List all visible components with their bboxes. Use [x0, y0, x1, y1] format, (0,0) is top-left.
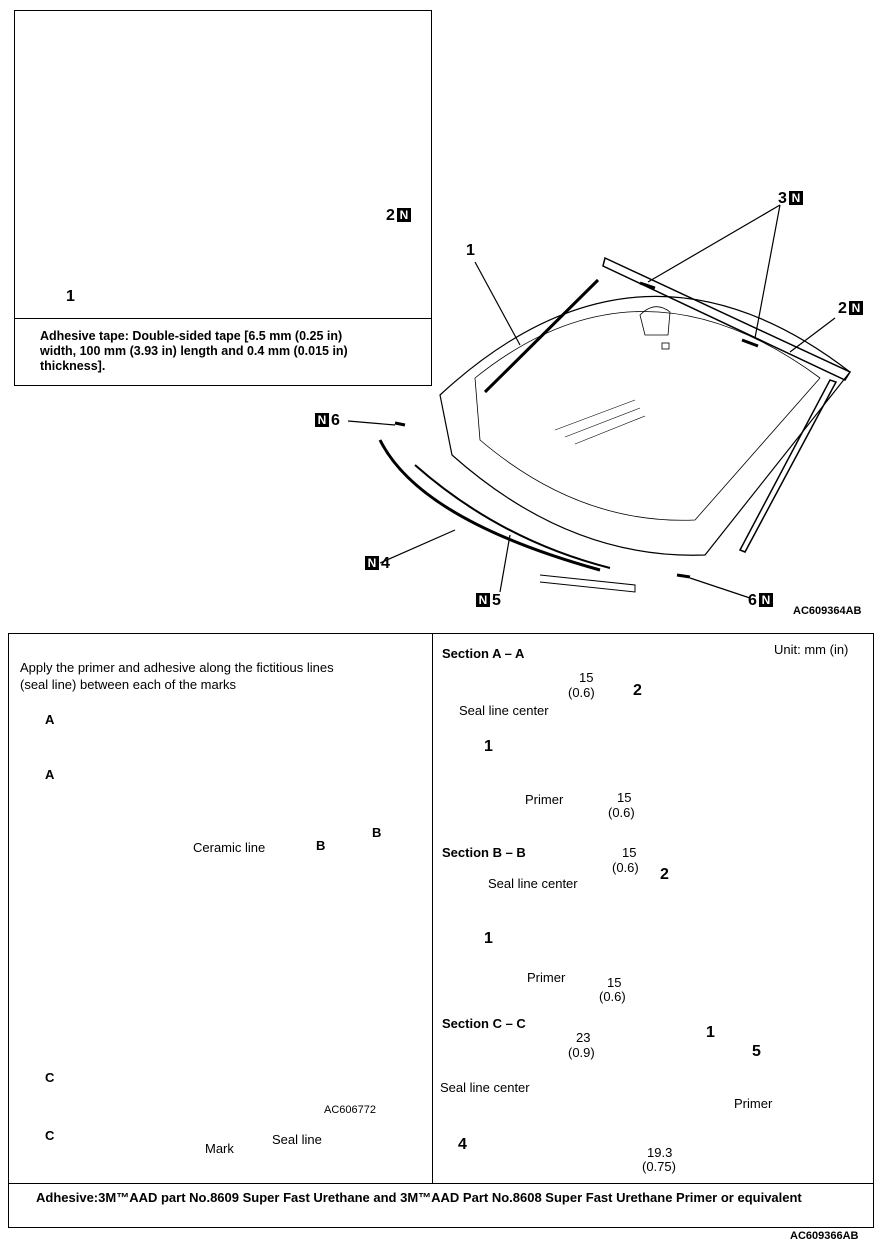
instruction-line-2: (seal line) between each of the marks [20, 677, 237, 692]
label-b-right: B [372, 825, 382, 840]
label-c-top: C [45, 1070, 55, 1085]
procedure-panel [8, 633, 874, 1228]
section-c-seal-center: Seal line center [440, 1080, 530, 1095]
section-a-dim-bottom-in: (0.6) [608, 805, 635, 820]
section-b-dim-top-in: (0.6) [612, 860, 639, 875]
new-part-badge: N [476, 593, 490, 607]
section-c-label-5: 5 [752, 1043, 761, 1060]
procedure-adhesive-note: Adhesive:3M™AAD part No.8609 Super Fast … [36, 1190, 802, 1205]
instruction-line-1: Apply the primer and adhesive along the … [20, 660, 334, 675]
label-a-bottom: A [45, 767, 55, 782]
section-a-seal-center: Seal line center [459, 703, 549, 718]
section-c-primer: Primer [734, 1096, 773, 1111]
label-a-top: A [45, 712, 55, 727]
new-part-badge: N [315, 413, 329, 427]
section-c-dim-top: 23 [576, 1030, 591, 1045]
exploded-figure-code: AC609364AB [793, 605, 862, 617]
seal-line-label: Seal line [272, 1132, 322, 1147]
section-b-dim-top: 15 [622, 845, 637, 860]
ceramic-line-label: Ceramic line [193, 840, 266, 855]
exploded-windshield [347, 204, 852, 599]
section-b-seal-center: Seal line center [488, 876, 578, 891]
section-a-dim-bottom: 15 [617, 790, 632, 805]
section-b-label-2: 2 [660, 866, 669, 883]
inset-adhesive-note: Adhesive tape: Double-sided tape [6.5 mm… [40, 329, 348, 373]
procedure-figure-code: AC609366AB [790, 1230, 859, 1242]
procedure-vertical-divider [432, 633, 433, 1183]
section-b-label-1: 1 [484, 930, 493, 947]
section-a-dim-top: 15 [579, 670, 594, 685]
new-part-badge: N [365, 556, 379, 570]
section-b-dim-bottom-in: (0.6) [599, 989, 626, 1004]
mark-label: Mark [205, 1141, 234, 1156]
section-c-label-1: 1 [706, 1024, 715, 1041]
section-a-dim-top-in: (0.6) [568, 685, 595, 700]
new-part-badge: N [848, 301, 863, 315]
section-c-dim-bottom: 19.3 [647, 1145, 673, 1160]
inset-label-1: 1 [66, 288, 75, 305]
label-c-bottom: C [45, 1128, 55, 1143]
section-c-dim-bottom-in: (0.75) [642, 1159, 676, 1174]
overview-code: AC606772 [324, 1104, 376, 1116]
section-a-primer: Primer [525, 792, 564, 807]
procedure-divider [8, 1183, 874, 1184]
section-a-label-2: 2 [633, 682, 642, 699]
exploded-label-1: 1 [466, 242, 475, 259]
label-b-left: B [316, 838, 326, 853]
section-b-primer: Primer [527, 970, 566, 985]
section-b-dim-bottom: 15 [607, 975, 622, 990]
section-a-label-1: 1 [484, 738, 493, 755]
section-b-title: Section B – B [442, 845, 526, 860]
new-part-badge: N [396, 208, 411, 222]
new-part-badge: N [758, 593, 773, 607]
inset-divider [14, 318, 432, 319]
tape-inset-panel [14, 10, 432, 386]
section-a-title: Section A – A [442, 646, 525, 661]
new-part-badge: N [788, 191, 803, 205]
section-c-dim-top-in: (0.9) [568, 1045, 595, 1060]
section-c-title: Section C – C [442, 1016, 526, 1031]
section-c-label-4: 4 [458, 1136, 467, 1153]
unit-label: Unit: mm (in) [774, 642, 849, 657]
